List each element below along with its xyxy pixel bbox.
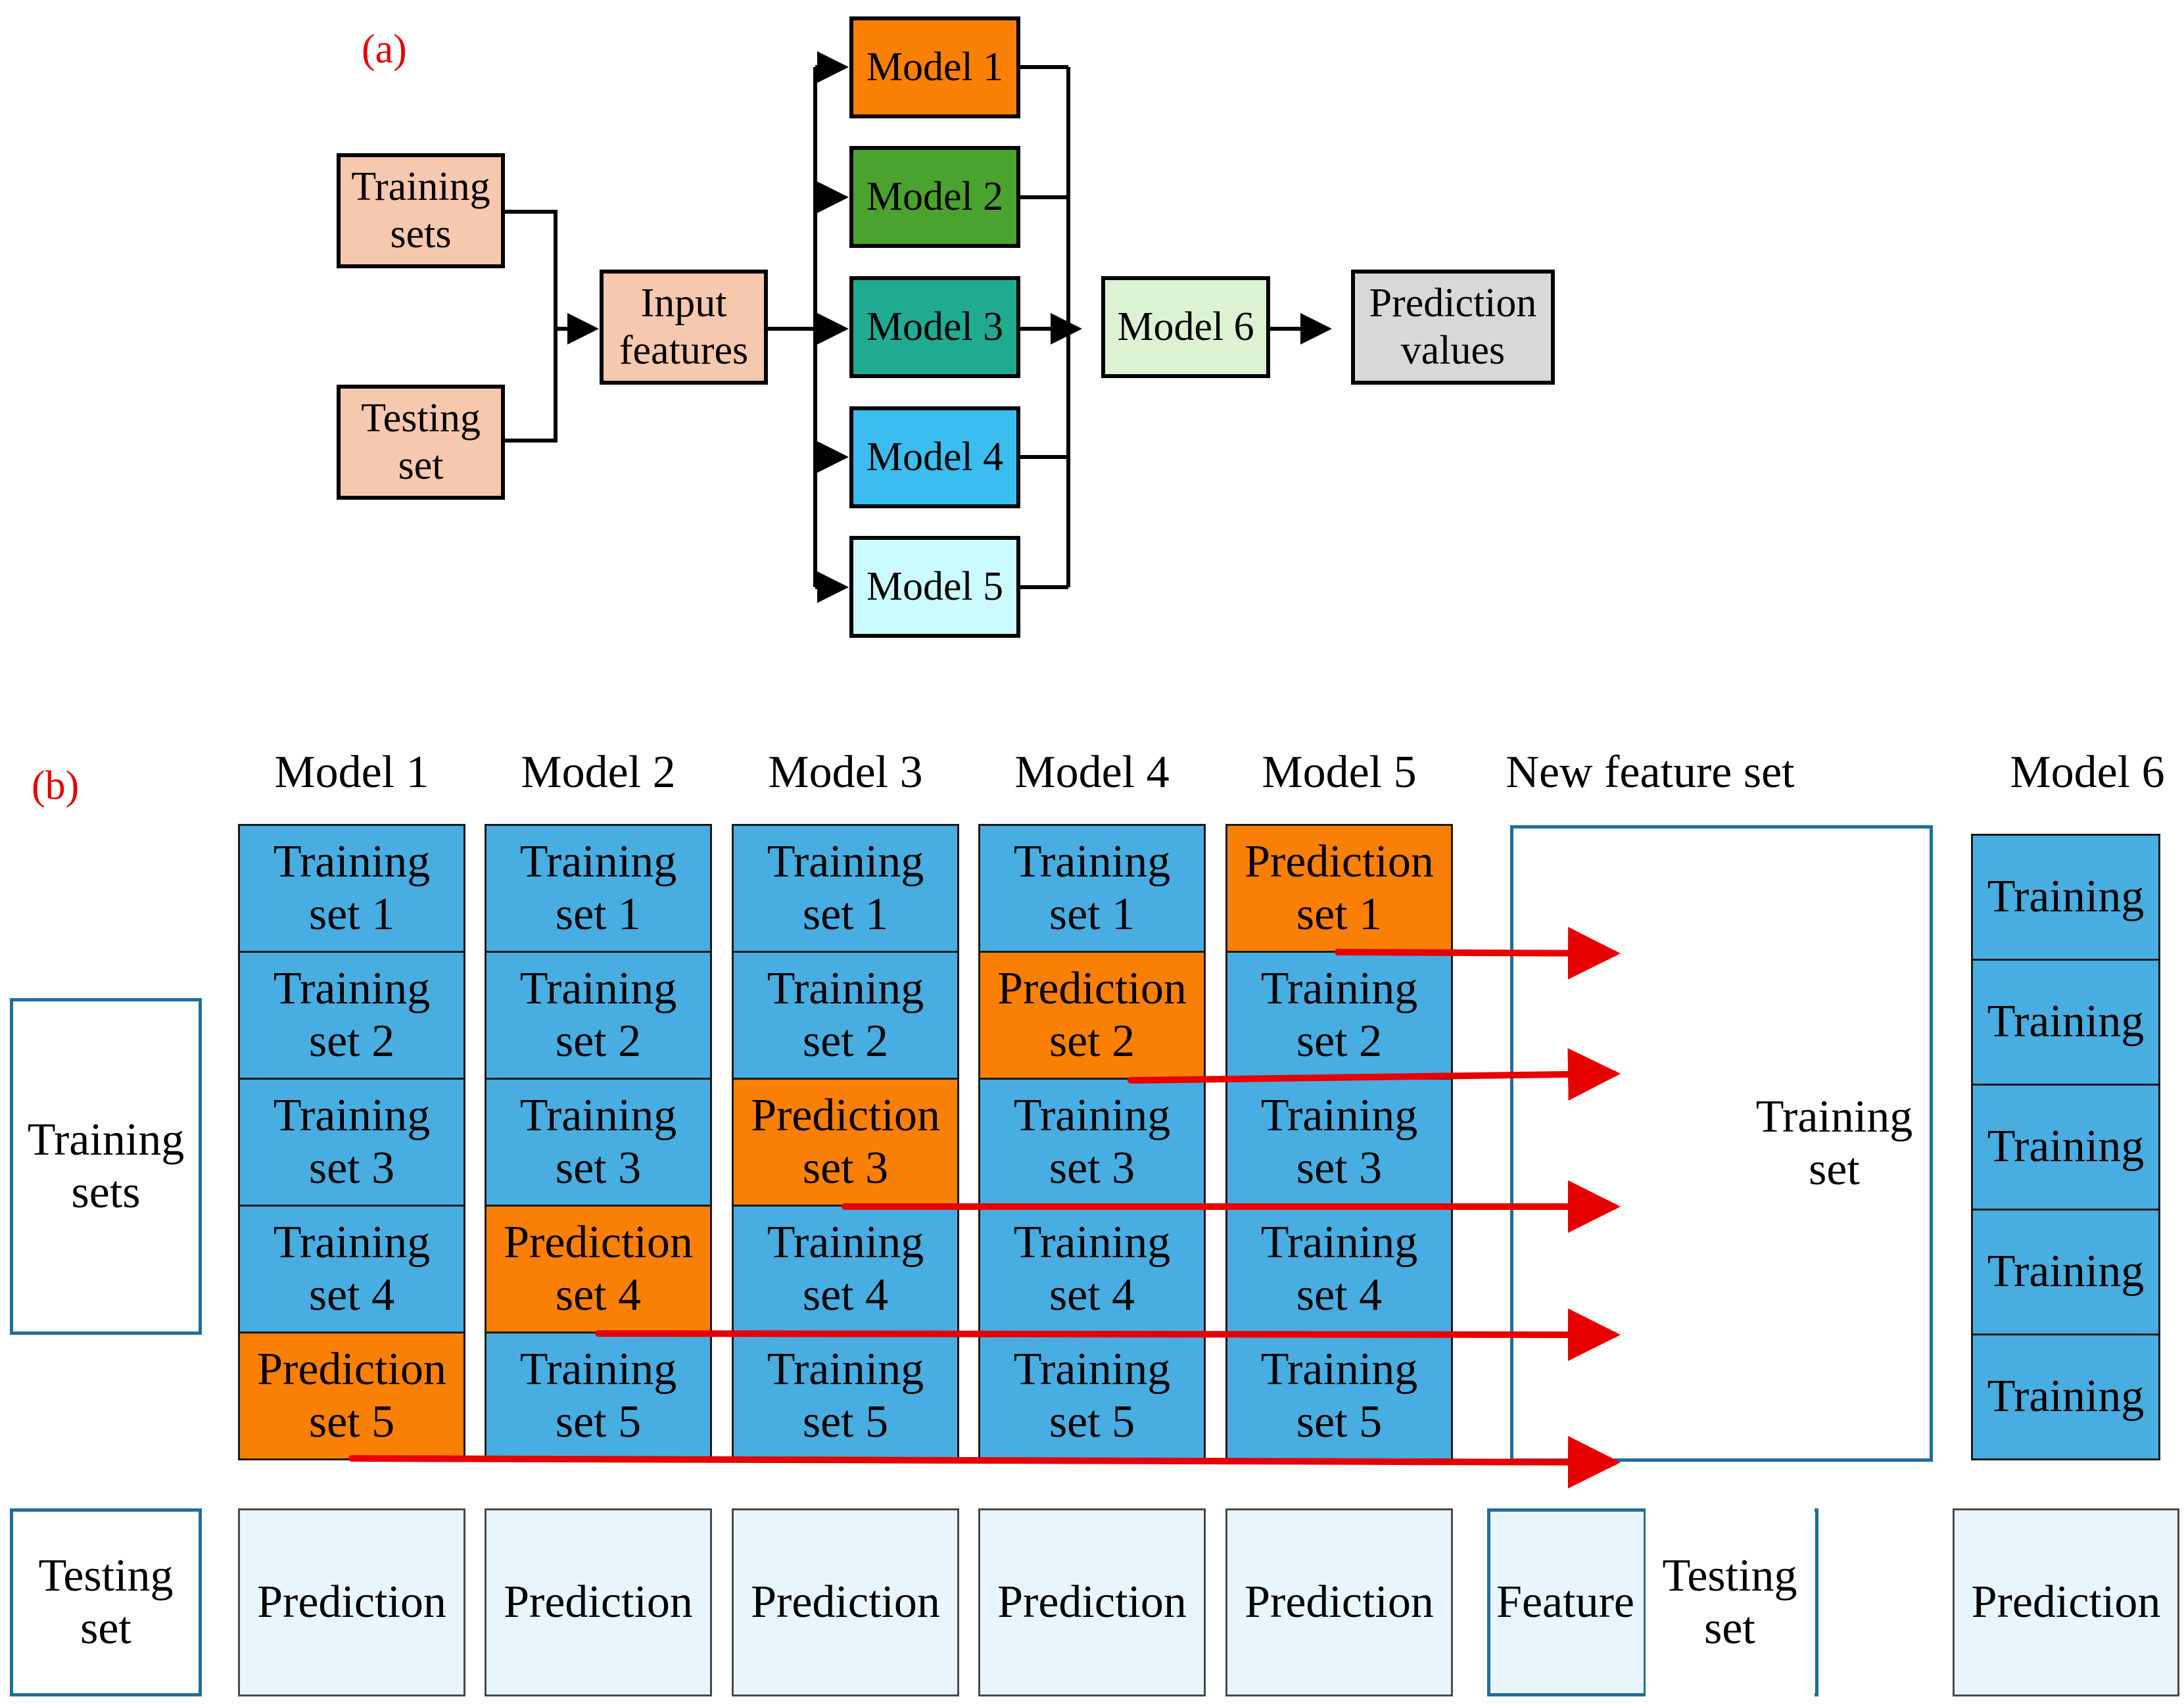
model6-training-cell-3: Training (1971, 1084, 2160, 1211)
model6-training-cell-4: Training (1971, 1209, 2160, 1335)
test-prediction-model-2: Prediction (485, 1508, 712, 1696)
training-sets-box: Training sets (337, 153, 505, 268)
new-feature-testing-divider (1644, 1508, 1815, 1696)
model6-training-cell-5: Training (1971, 1333, 2160, 1460)
prediction-cell-model-4-fold-2: Prediction set 2 (978, 951, 1206, 1080)
prediction-values-box: Prediction values (1351, 270, 1555, 385)
header-model-5: Model 5 (1262, 747, 1417, 798)
model6-training-cell-1: Training (1971, 834, 2160, 961)
row-label-training-sets: Training sets (10, 998, 202, 1335)
training-cell-model-1-fold-1: Training set 1 (238, 824, 465, 953)
training-cell-model-2-fold-5: Training set 5 (485, 1332, 712, 1460)
training-cell-model-2-fold-2: Training set 2 (485, 951, 712, 1080)
model-4-box: Model 4 (849, 406, 1020, 508)
training-cell-model-3-fold-2: Training set 2 (732, 951, 959, 1080)
prediction-cell-model-2-fold-4: Prediction set 4 (485, 1205, 712, 1333)
input-features-box: Input features (600, 270, 768, 385)
prediction-cell-model-3-fold-3: Prediction set 3 (732, 1078, 959, 1207)
training-cell-model-3-fold-1: Training set 1 (732, 824, 959, 953)
training-cell-model-5-fold-3: Training set 3 (1225, 1078, 1453, 1207)
header-model-1: Model 1 (274, 747, 429, 798)
header-model-4: Model 4 (1014, 747, 1170, 798)
training-cell-model-1-fold-3: Training set 3 (238, 1078, 465, 1207)
testing-set-box: Testing set (337, 385, 505, 500)
training-cell-model-2-fold-1: Training set 1 (485, 824, 712, 953)
model-2-box: Model 2 (849, 146, 1020, 248)
model-6-box: Model 6 (1101, 276, 1270, 378)
training-cell-model-4-fold-4: Training set 4 (978, 1205, 1206, 1333)
row-label-testing-set: Testing set (10, 1508, 202, 1696)
header-model-3: Model 3 (768, 747, 923, 798)
training-cell-model-3-fold-5: Training set 5 (732, 1332, 959, 1460)
prediction-cell-model-5-fold-1: Prediction set 1 (1225, 824, 1453, 953)
header-model-2: Model 2 (521, 747, 676, 798)
training-cell-model-4-fold-3: Training set 3 (978, 1078, 1206, 1207)
panel-b-label: (b) (32, 763, 80, 808)
training-cell-model-1-fold-4: Training set 4 (238, 1205, 465, 1333)
training-cell-model-5-fold-2: Training set 2 (1225, 951, 1453, 1080)
panel-a-label: (a) (362, 27, 407, 72)
training-cell-model-5-fold-4: Training set 4 (1225, 1205, 1453, 1333)
model-5-box: Model 5 (849, 536, 1020, 638)
training-cell-model-3-fold-4: Training set 4 (732, 1205, 959, 1333)
new-feature-training-set-label: Training set (1755, 1091, 1913, 1195)
header-model-6: Model 6 (2010, 747, 2165, 798)
test-prediction-model-5: Prediction (1225, 1508, 1453, 1696)
model6-training-cell-2: Training (1971, 959, 2160, 1086)
training-cell-model-1-fold-2: Training set 2 (238, 951, 465, 1080)
header-new-feature-set: New feature set (1506, 747, 1795, 798)
prediction-cell-model-1-fold-5: Prediction set 5 (238, 1332, 465, 1460)
model-1-box: Model 1 (849, 16, 1020, 118)
test-prediction-model-3: Prediction (732, 1508, 959, 1696)
new-feature-test-feature: Feature (1496, 1576, 1634, 1627)
training-cell-model-4-fold-1: Training set 1 (978, 824, 1206, 953)
model-3-box: Model 3 (849, 276, 1020, 378)
new-feature-test-label: Testing set (1662, 1550, 1797, 1654)
training-cell-model-5-fold-5: Training set 5 (1225, 1332, 1453, 1460)
test-prediction-model-1: Prediction (238, 1508, 465, 1696)
model6-test-prediction: Prediction (1953, 1508, 2179, 1696)
test-prediction-model-4: Prediction (978, 1508, 1206, 1696)
training-cell-model-2-fold-3: Training set 3 (485, 1078, 712, 1207)
training-cell-model-4-fold-5: Training set 5 (978, 1332, 1206, 1460)
